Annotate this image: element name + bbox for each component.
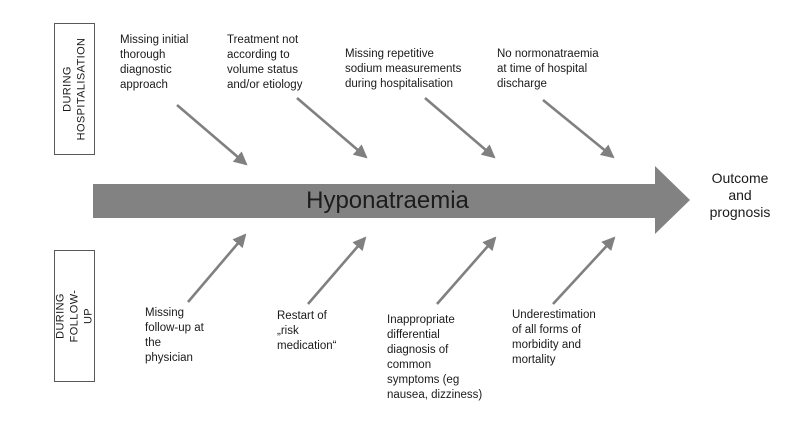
main-flow-arrowhead-icon xyxy=(655,166,690,234)
factor-arrow-down-icon-4 xyxy=(542,98,615,159)
main-flow-arrow-body xyxy=(93,184,655,218)
factor-treatment-not-according-volume-status: Treatment not according to volume status… xyxy=(227,34,303,91)
factor-arrow-up-icon-1 xyxy=(187,233,247,303)
factor-underestimation-morbidity-mortality: Underestimation of all forms of morbidit… xyxy=(512,309,596,366)
central-label-hyponatraemia: Hyponatraemia xyxy=(306,187,469,214)
factor-arrow-up-icon-4 xyxy=(552,236,616,305)
factor-arrow-up-icon-2 xyxy=(307,236,367,305)
factor-missing-follow-up-physician: Missing follow-up at the physician xyxy=(145,307,204,364)
factor-missing-initial-diagnostic-approach: Missing initial thorough diagnostic appr… xyxy=(120,34,189,91)
phase-label-during-hospitalisation: DURING HOSPITALISATION xyxy=(61,37,88,141)
factor-arrow-down-icon-2 xyxy=(296,97,368,159)
factor-restart-risk-medication: Restart of „risk medication“ xyxy=(277,310,337,352)
factor-arrow-down-icon-3 xyxy=(424,97,496,159)
factor-missing-repetitive-sodium-measurements: Missing repetitive sodium measurements d… xyxy=(345,48,462,90)
factor-arrow-down-icon-1 xyxy=(176,104,248,166)
phase-box-during-follow-up: DURING FOLLOW-UP xyxy=(54,250,95,382)
outcome-prognosis-label: Outcome and prognosis xyxy=(709,170,771,220)
factor-no-normonatraemia-at-discharge: No normonatraemia at time of hospital di… xyxy=(497,48,599,90)
factor-arrow-up-icon-3 xyxy=(436,236,497,305)
phase-label-during-follow-up: DURING FOLLOW-UP xyxy=(54,289,95,343)
phase-box-during-hospitalisation: DURING HOSPITALISATION xyxy=(54,23,95,155)
factor-inappropriate-differential-diagnosis: Inappropriate differential diagnosis of … xyxy=(387,314,483,401)
